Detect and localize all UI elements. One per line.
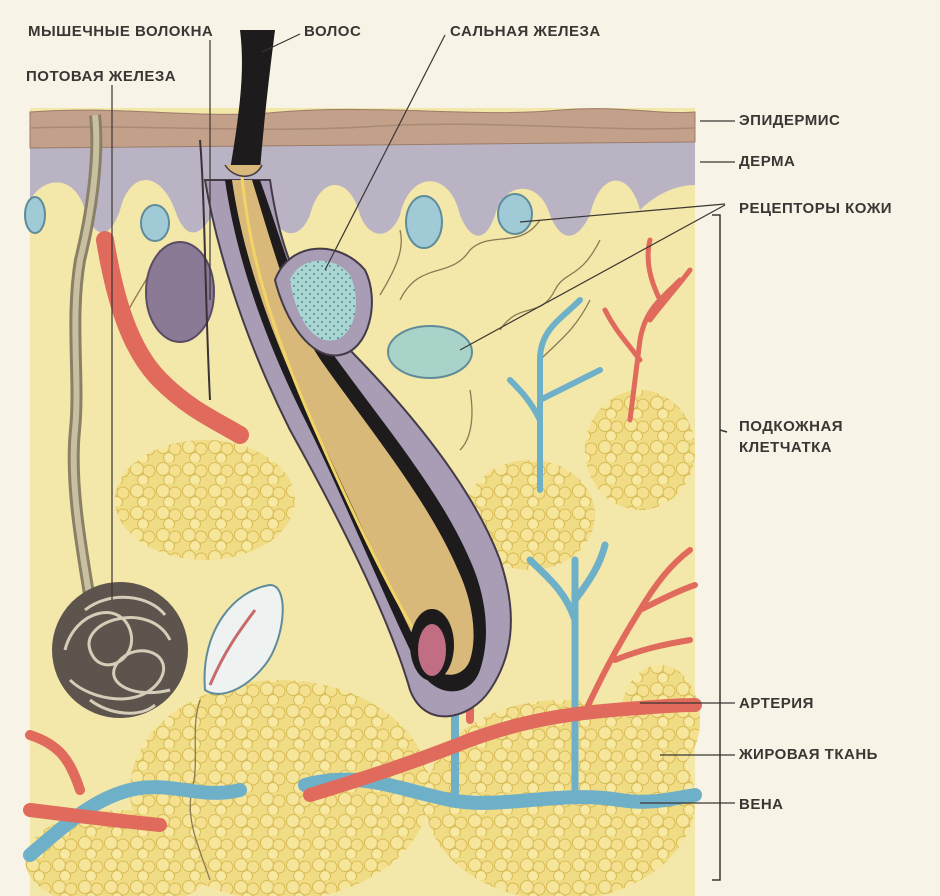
sweat-gland: [52, 114, 188, 718]
label-subcutaneous-line1: ПОДКОЖНАЯ: [739, 418, 844, 435]
muscle-bulb: [145, 241, 215, 343]
epidermis-layer: [29, 108, 696, 149]
lamellar-corpuscle: [203, 583, 284, 695]
label-hair: ВОЛОС: [304, 23, 362, 40]
hair-shaft: [230, 30, 275, 170]
label-sweat-gland: ПОТОВАЯ ЖЕЛЕЗА: [26, 68, 177, 85]
artery-vessels: [23, 231, 702, 832]
label-sebaceous-gland: САЛЬНАЯ ЖЕЛЕЗА: [450, 23, 601, 40]
dermis-band: [30, 140, 695, 236]
label-fat-tissue: ЖИРОВАЯ ТКАНЬ: [739, 746, 878, 763]
skin-receptors: [24, 193, 533, 379]
label-skin-receptors: РЕЦЕПТОРЫ КОЖИ: [739, 200, 893, 217]
label-vein: ВЕНА: [739, 796, 784, 813]
label-subcutaneous-line2: КЛЕТЧАТКА: [739, 439, 833, 456]
muscle-fiber-line: [199, 139, 211, 401]
leader-lines: [111, 33, 735, 804]
label-epidermis: ЭПИДЕРМИС: [739, 112, 841, 129]
subcutaneous-bracket: [712, 214, 721, 881]
label-artery: АРТЕРИЯ: [739, 695, 814, 712]
label-muscle-fibers: МЫШЕЧНЫЕ ВОЛОКНА: [28, 23, 214, 40]
sebaceous-gland: [273, 247, 373, 357]
label-dermis: ДЕРМА: [739, 153, 796, 170]
